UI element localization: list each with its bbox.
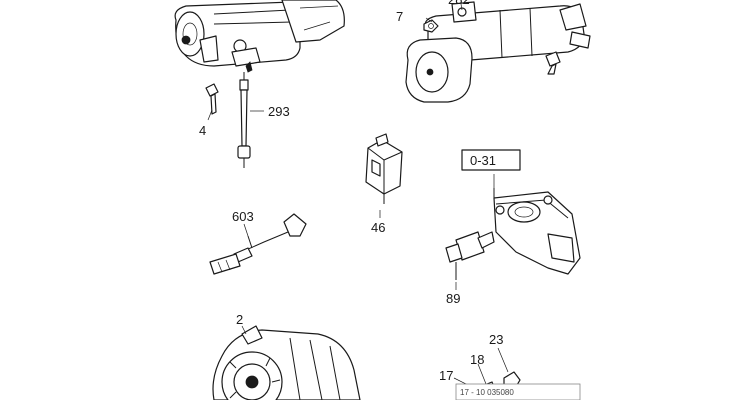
callout-18: 18 xyxy=(470,352,484,367)
bolt-part-4 xyxy=(205,83,219,115)
callout-23: 23 xyxy=(489,332,503,347)
callout-293: 293 xyxy=(268,104,290,119)
starter-motor-left xyxy=(174,0,345,73)
rod-part-293 xyxy=(237,72,251,168)
callout-89: 89 xyxy=(446,291,460,306)
reference-code: 17 - 10 035080 xyxy=(460,388,514,397)
alternator-part-2 xyxy=(212,325,361,400)
callout-2: 2 xyxy=(236,312,243,327)
callout-4: 4 xyxy=(199,123,206,138)
reference-code-box xyxy=(455,383,581,400)
sensor-part-603 xyxy=(209,213,307,275)
relay-part-46 xyxy=(365,133,403,204)
mounting-bolt xyxy=(545,51,561,75)
thermostat-housing xyxy=(493,188,581,275)
callout-0-31: 0-31 xyxy=(470,153,496,168)
sender-part-89 xyxy=(445,231,495,280)
callout-282: 282 xyxy=(448,0,470,7)
callout-7: 7 xyxy=(396,9,403,24)
starter-motor-right xyxy=(405,1,591,103)
callout-17: 17 xyxy=(439,368,453,383)
nut-part-7 xyxy=(423,19,439,33)
callout-box-0-31 xyxy=(461,149,521,171)
callout-46: 46 xyxy=(371,220,385,235)
callout-603: 603 xyxy=(232,209,254,224)
